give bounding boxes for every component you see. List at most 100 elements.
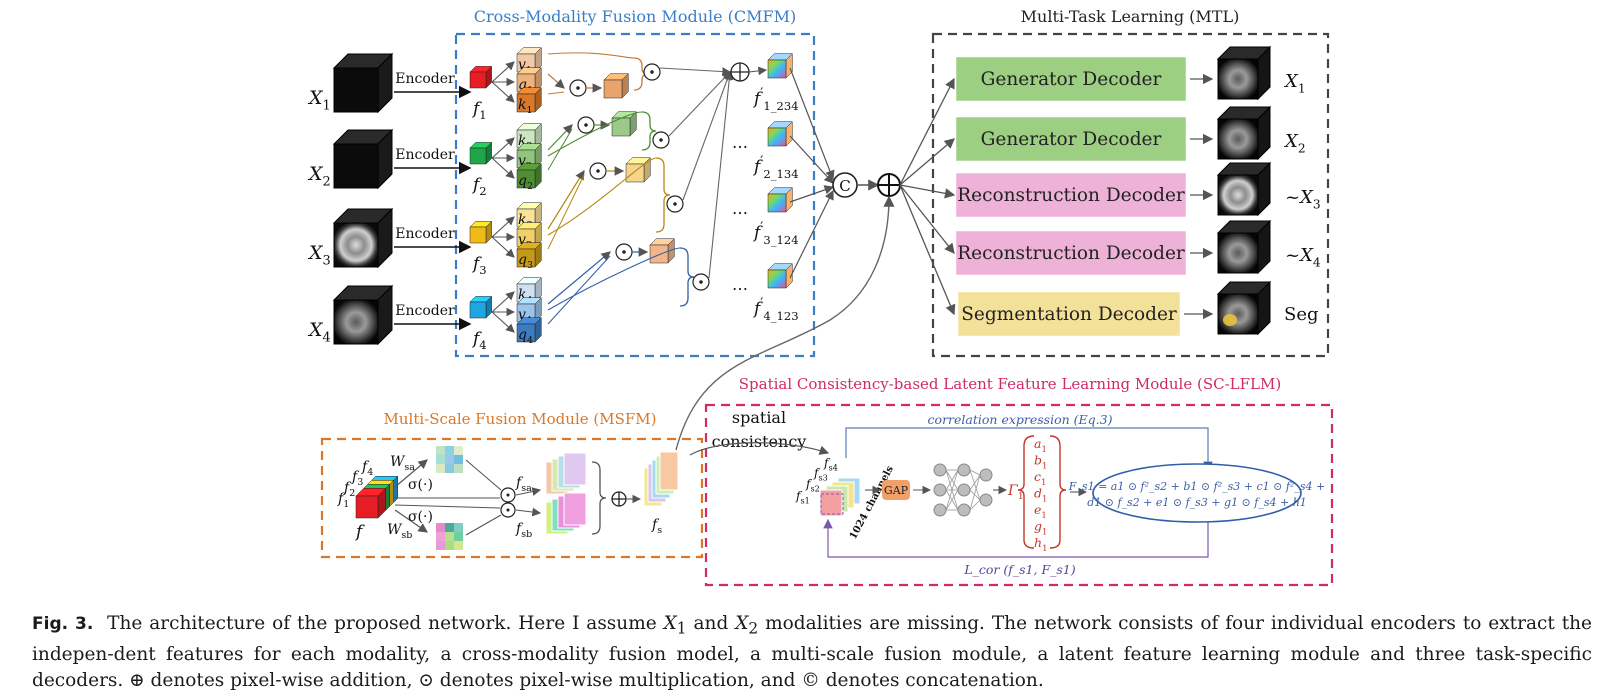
fusion-mult-dot [650,70,654,74]
fs-label-3: fs3 [813,466,828,483]
coeff-brace-right [1049,435,1067,549]
coefficient-d1: d1 [1034,486,1047,505]
attention-mult-dot [622,250,626,254]
to-add-arrow [708,70,734,279]
coefficient-a1: a1 [1034,436,1047,455]
decoder-output-label-1: X1 [1283,71,1306,95]
ellipsis: … [732,133,748,152]
feature-cube-f1 [469,71,487,89]
encoder-label: Encoder [395,226,455,242]
msfm-title: Multi-Scale Fusion Module (MSFM) [384,410,657,428]
qkv-label-k1: k1 [518,97,533,116]
weight-map-sb [445,541,454,550]
feature-label-f1: f1 [471,99,487,122]
figure-caption: Fig. 3. The architecture of the proposed… [32,611,1592,694]
mlp-node [957,483,971,497]
decoder-output-label-3: ~X3 [1285,187,1321,211]
spatial-consistency-label: consistency [712,432,807,451]
input-label-4: X4 [307,319,331,346]
to-concat-arrow [789,135,834,184]
attention-line [547,169,585,230]
mlp-edge [969,469,981,476]
ellipsis: … [732,275,748,294]
architecture-figure: Cross-Modality Fusion Module (CMFM) Mult… [307,7,1334,587]
value-line [547,52,635,59]
sclflm-box [704,403,1334,587]
correlation-expression-label: correlation expression (Eq.3) [928,412,1113,427]
mlp-edge [969,499,981,511]
cmfm-box [454,32,816,358]
split-arrow [491,81,515,103]
msfm-arrow [394,459,428,488]
mlp-edge [969,469,981,501]
attention-brace [655,157,671,233]
spatial-consistency-label: spatial [732,408,786,427]
coefficient-b1: b1 [1034,453,1047,472]
weight-map-sa [454,455,463,464]
mlp-node [933,463,947,477]
attention-mult-dot [576,86,580,90]
caption-x2: X [735,613,749,634]
mtl-box [931,32,1330,358]
gamma-label: Γ1 [1007,483,1024,502]
attention-brace [679,247,695,307]
msfm-stack-label-1: f1 [337,491,349,510]
segmentation-mask [1223,314,1237,326]
feature-cube-f3 [469,226,487,244]
decoder-box-3 [955,172,1187,218]
output-brain-image [1217,118,1259,160]
attention-line [547,174,585,250]
cmfm-title: Cross-Modality Fusion Module (CMFM) [474,7,797,26]
decoder-box-4 [955,230,1187,276]
caption-x1: X [663,613,677,634]
msfm-line [394,504,501,509]
decoder-label-3: Reconstruction Decoder [957,185,1185,206]
fs-label-2: fs2 [805,477,820,494]
mlp-node [957,463,971,477]
qkv-cube-q2 [516,169,536,189]
feature-label-f4: f4 [471,329,487,352]
caption-text-2: modalities are missing. The network cons… [32,613,1592,691]
coefficient-c1: c1 [1034,469,1046,488]
msfm-box [320,437,704,559]
mlp-node [933,503,947,517]
attention-map-cube [603,79,623,99]
fused-feature-cube-1 [767,59,787,79]
decoder-output-label-5: Seg [1284,304,1319,325]
mlp-edge [969,474,981,491]
split-arrow [491,311,515,333]
spatial-consistency-arrow [689,442,830,456]
caption-x2-sub: 2 [748,619,759,638]
w-sb-label: Wsb [387,522,412,541]
mlp-node [979,468,993,482]
attention-line [547,255,611,325]
weight-map-sa [436,455,445,464]
encoder-label: Encoder [395,303,455,319]
mtl-title: Multi-Task Learning (MTL) [1021,7,1240,26]
qkv-cube-q4 [516,323,536,343]
qkv-cube-q3 [516,248,536,268]
qkv-label-q3: q3 [518,252,533,271]
encoder-label: Encoder [395,71,455,87]
msfm-mult-sa-dot [506,493,510,497]
value-line [547,111,643,157]
msfm-arrow [515,507,542,517]
msfm-line [465,459,502,491]
value-line [547,247,681,311]
attention-brace [641,111,657,151]
sigma-label-top: σ(·) [408,477,433,493]
caption-text-1: The architecture of the proposed network… [107,613,664,634]
fused-feature-cube-4 [767,269,787,289]
f-s-label: fs [651,517,662,536]
weight-map-sa [445,464,454,473]
equation-line-1: F_s1 = a1 ⊙ f²_s2 + b1 ⊙ f²_s3 + c1 ⊙ f²… [1068,480,1325,493]
weight-map-sb [454,532,463,541]
weight-map-sb [454,541,463,550]
decoder-label-5: Segmentation Decoder [961,304,1177,325]
mlp-edge [945,469,959,511]
msfm-mult-sb-dot [506,508,510,512]
fusion-mult-dot [659,138,663,142]
encoder-label: Encoder [395,147,455,163]
decoder-input-arrow [899,77,955,186]
to-concat-arrow [789,185,835,203]
